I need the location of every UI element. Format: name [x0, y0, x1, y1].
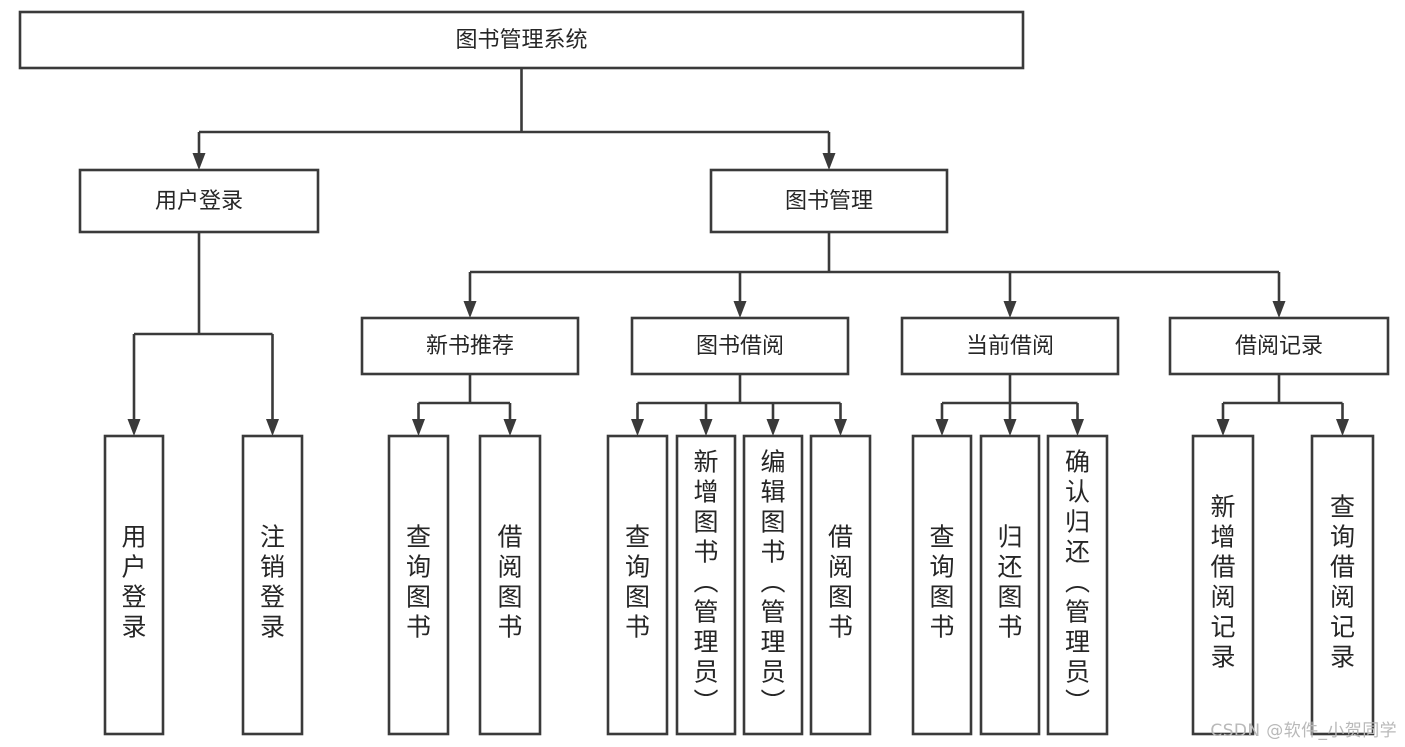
connector-arrowhead	[412, 419, 425, 436]
node-leaf-query-record[interactable]: 查询借阅记录	[1310, 434, 1375, 736]
node-box-new-book-recommend	[360, 316, 580, 376]
connector-arrowhead	[463, 301, 477, 318]
node-box-leaf-borrow-book-rec	[478, 434, 542, 736]
node-user-login[interactable]: 用户登录	[78, 168, 320, 234]
node-label-user-login: 用户登录	[155, 189, 243, 214]
node-label-leaf-query-record: 查询借阅记录	[1330, 493, 1355, 672]
node-label-leaf-query-book-cb: 查询图书	[929, 523, 954, 642]
node-box-root	[18, 10, 1025, 70]
node-current-borrow[interactable]: 当前借阅	[900, 316, 1120, 376]
node-book-manage[interactable]: 图书管理	[709, 168, 949, 234]
node-label-leaf-borrow-book-rec: 借阅图书	[497, 523, 522, 642]
node-new-book-recommend[interactable]: 新书推荐	[360, 316, 580, 376]
node-label-leaf-edit-book: 编辑图书︵管理员︶	[760, 448, 785, 717]
node-box-leaf-query-record	[1310, 434, 1375, 736]
node-label-book-borrow: 图书借阅	[696, 334, 784, 359]
connector-c-borrowrecord-split	[1216, 374, 1349, 436]
node-label-borrow-record: 借阅记录	[1235, 334, 1323, 359]
node-box-leaf-borrow-book-bb	[809, 434, 872, 736]
connector-arrowhead	[1216, 419, 1230, 436]
connector-arrowhead	[1336, 419, 1349, 436]
node-leaf-confirm-return[interactable]: 确认归还︵管理员︶	[1046, 434, 1109, 736]
connector-arrowhead	[822, 153, 836, 170]
node-box-book-manage	[709, 168, 949, 234]
node-box-book-borrow	[630, 316, 850, 376]
node-book-borrow[interactable]: 图书借阅	[630, 316, 850, 376]
node-label-new-book-recommend: 新书推荐	[426, 334, 514, 359]
connector-layer	[127, 68, 1349, 436]
connector-arrowhead	[766, 419, 780, 436]
node-label-leaf-query-book-bb: 查询图书	[625, 523, 650, 642]
connector-c-bookmanage-split	[463, 232, 1286, 318]
connector-c-bookborrow-split	[631, 374, 847, 436]
node-box-leaf-add-book	[675, 434, 737, 736]
node-leaf-user-logout[interactable]: 注销登录	[241, 434, 304, 736]
connector-c-userlogin-split	[127, 232, 279, 436]
node-leaf-add-record[interactable]: 新增借阅记录	[1191, 434, 1255, 736]
connector-arrowhead	[1071, 419, 1084, 436]
node-label-leaf-add-record: 新增借阅记录	[1210, 493, 1235, 672]
node-leaf-borrow-book-rec[interactable]: 借阅图书	[478, 434, 542, 736]
connector-c-root-split	[192, 68, 836, 170]
node-layer: 图书管理系统用户登录图书管理新书推荐图书借阅当前借阅借阅记录用户登录注销登录查询…	[18, 10, 1390, 736]
node-label-current-borrow: 当前借阅	[966, 334, 1054, 359]
node-leaf-add-book[interactable]: 新增图书︵管理员︶	[675, 434, 737, 736]
connector-arrowhead	[1003, 419, 1017, 436]
connector-arrowhead	[1272, 301, 1286, 318]
node-box-leaf-user-login	[103, 434, 165, 736]
node-box-user-login	[78, 168, 320, 234]
connector-arrowhead	[699, 419, 713, 436]
connector-arrowhead	[127, 419, 141, 436]
node-label-leaf-add-book: 新增图书︵管理员︶	[693, 448, 718, 717]
node-label-root: 图书管理系统	[455, 28, 587, 53]
connector-arrowhead	[1003, 301, 1017, 318]
connector-c-currentborrow-split	[935, 374, 1084, 436]
node-leaf-return-book[interactable]: 归还图书	[979, 434, 1041, 736]
node-box-leaf-user-logout	[241, 434, 304, 736]
connector-arrowhead	[733, 301, 747, 318]
node-root[interactable]: 图书管理系统	[18, 10, 1025, 70]
node-leaf-query-book-cb[interactable]: 查询图书	[911, 434, 973, 736]
node-leaf-query-book-rec[interactable]: 查询图书	[387, 434, 450, 736]
node-leaf-user-login[interactable]: 用户登录	[103, 434, 165, 736]
node-label-leaf-query-book-rec: 查询图书	[406, 523, 431, 642]
node-label-leaf-confirm-return: 确认归还︵管理员︶	[1065, 448, 1090, 717]
connector-arrowhead	[266, 419, 279, 436]
connector-arrowhead	[192, 153, 206, 170]
node-borrow-record[interactable]: 借阅记录	[1168, 316, 1390, 376]
connector-arrowhead	[631, 419, 644, 436]
connector-arrowhead	[503, 419, 517, 436]
node-label-leaf-borrow-book-bb: 借阅图书	[828, 523, 853, 642]
connector-c-newbook-split	[412, 374, 517, 436]
node-box-borrow-record	[1168, 316, 1390, 376]
node-box-leaf-confirm-return	[1046, 434, 1109, 736]
node-box-leaf-query-book-rec	[387, 434, 450, 736]
node-box-leaf-add-record	[1191, 434, 1255, 736]
node-label-leaf-return-book: 归还图书	[997, 523, 1022, 642]
connector-arrowhead	[834, 419, 847, 436]
node-box-leaf-query-book-bb	[606, 434, 669, 736]
node-leaf-query-book-bb[interactable]: 查询图书	[606, 434, 669, 736]
node-label-book-manage: 图书管理	[785, 189, 873, 214]
node-box-leaf-query-book-cb	[911, 434, 973, 736]
node-label-leaf-user-logout: 注销登录	[260, 523, 285, 642]
node-box-leaf-edit-book	[742, 434, 804, 736]
connector-arrowhead	[935, 419, 949, 436]
node-leaf-edit-book[interactable]: 编辑图书︵管理员︶	[742, 434, 804, 736]
node-label-leaf-user-login: 用户登录	[121, 523, 146, 642]
node-box-current-borrow	[900, 316, 1120, 376]
node-leaf-borrow-book-bb[interactable]: 借阅图书	[809, 434, 872, 736]
node-box-leaf-return-book	[979, 434, 1041, 736]
